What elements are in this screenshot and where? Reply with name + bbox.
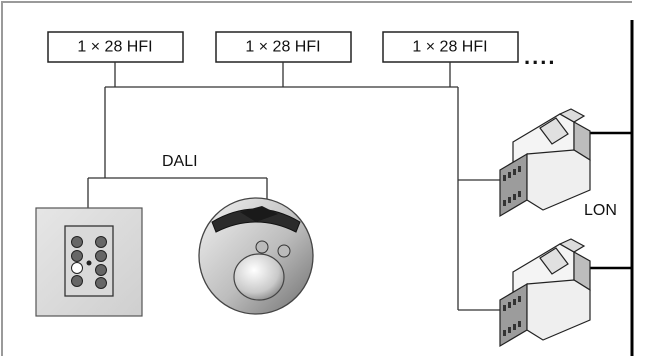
luminaire-2-label: 1 × 28 HFI <box>245 39 320 56</box>
din-rail-module-icon <box>499 108 591 218</box>
continuation-dots: .... <box>524 44 556 69</box>
luminaire-3-label: 1 × 28 HFI <box>412 39 487 56</box>
diagram-frame <box>1 1 632 356</box>
luminaire-1-label: 1 × 28 HFI <box>77 39 152 56</box>
ceiling-sensor-icon <box>198 197 314 315</box>
luminaire-2: 1 × 28 HFI <box>215 31 352 63</box>
luminaire-1: 1 × 28 HFI <box>47 31 184 63</box>
dali-label: DALI <box>162 153 198 170</box>
din-rail-module-icon <box>499 238 591 348</box>
lon-bus <box>588 20 634 356</box>
wall-control-panel-icon <box>35 207 143 317</box>
luminaire-3: 1 × 28 HFI <box>382 31 519 63</box>
lon-label: LON <box>584 202 617 219</box>
